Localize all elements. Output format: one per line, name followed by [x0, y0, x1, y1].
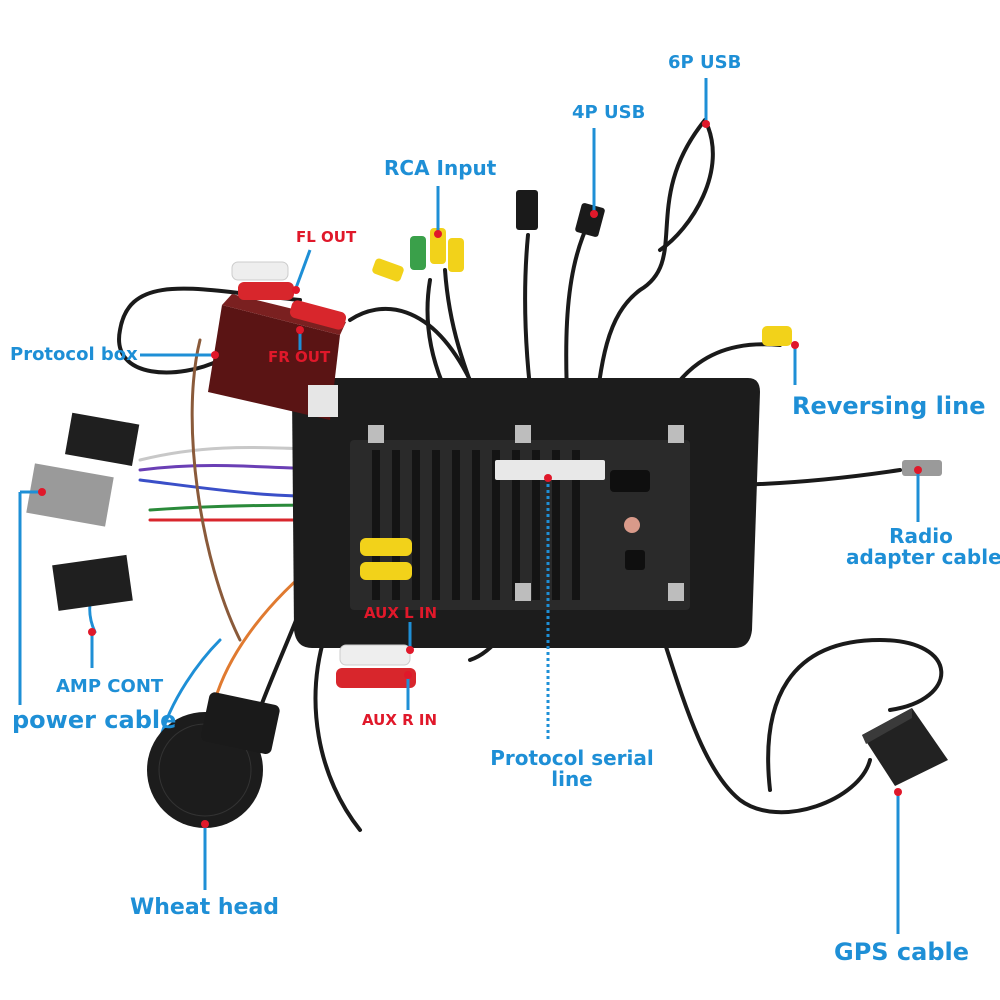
label-protocol-serial-line1: Protocol serial — [490, 746, 654, 770]
label-amp-cont: AMP CONT — [56, 676, 164, 697]
harness-connectors — [26, 412, 140, 611]
label-rca-input: RCA Input — [384, 156, 497, 180]
label-protocol-serial: Protocol serial line — [490, 748, 654, 790]
label-wheat-head: Wheat head — [130, 895, 280, 920]
label-aux-l-in: AUX L IN — [364, 604, 438, 622]
label-radio-adapter: Radio adapter cable — [846, 524, 1000, 569]
label-6p-usb: 6P USB — [668, 52, 742, 73]
leader-lines — [18, 78, 920, 934]
rca-plugs — [231, 190, 942, 688]
label-protocol-serial-line2: line — [551, 767, 593, 791]
wheat-head-device — [147, 692, 280, 828]
label-aux-r-in: AUX R IN — [362, 711, 438, 729]
gps-antenna-device — [862, 708, 948, 786]
label-fr-out: FR OUT — [268, 348, 331, 366]
label-4p-usb: 4P USB — [572, 102, 646, 123]
head-unit — [292, 378, 760, 648]
label-fl-out: FL OUT — [296, 228, 357, 246]
marker-dots — [38, 120, 922, 828]
label-gps-cable: GPS cable — [834, 938, 970, 966]
label-protocol-box: Protocol box — [10, 344, 138, 365]
protocol-box-device — [208, 294, 346, 420]
label-radio-adapter-line2: adapter cable — [846, 545, 1000, 569]
label-reversing-line: Reversing line — [792, 392, 986, 420]
label-radio-adapter-line1: Radio — [889, 524, 953, 548]
label-power-cable: power cable — [12, 706, 177, 734]
